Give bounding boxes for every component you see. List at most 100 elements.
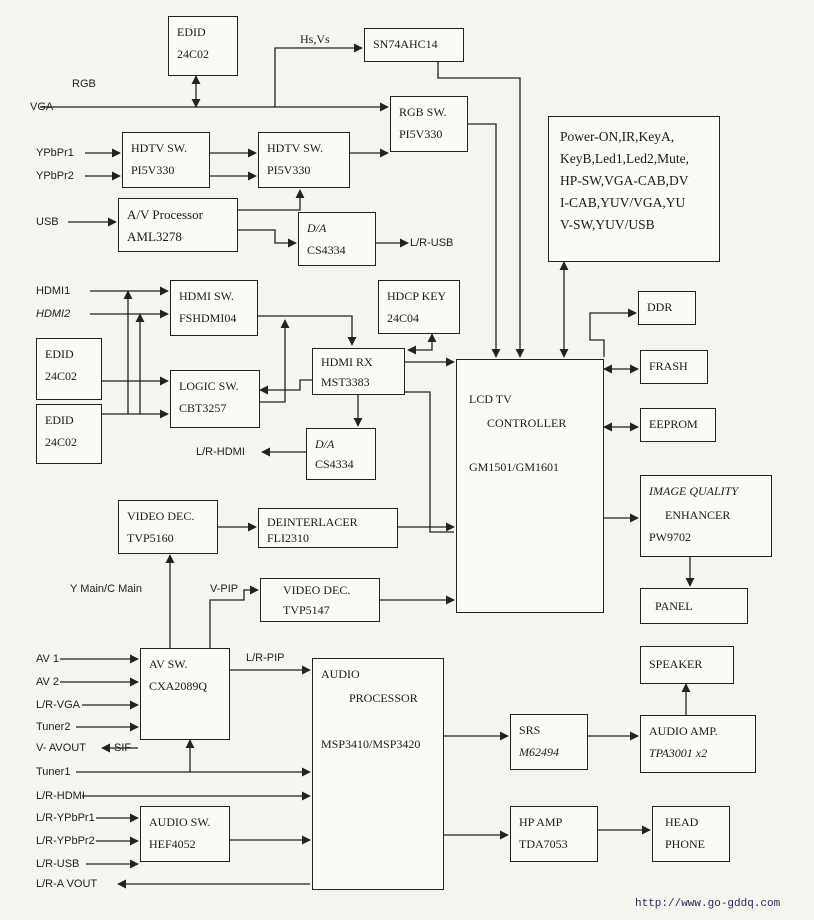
wire-av-da1 [238,229,297,248]
label-sif: SIF [114,742,132,754]
label-lr-ypbpr1: L/R-YPbPr1 [36,812,95,824]
hp-amp-block: HP AMP TDA7053 [510,806,598,862]
block-sub: 24C02 [45,435,78,449]
block-title: SN74AHC14 [373,37,438,51]
block-title: D/A [315,437,335,451]
block-title: AUDIO AMP. [649,724,718,738]
block-line1: LCD TV [469,392,512,406]
wire-hsvs [274,43,363,107]
block-title: LOGIC SW. [179,379,239,393]
block-title: D/A [307,221,327,235]
wire-av-hdtv2 [238,189,305,211]
ddr-block: DDR [638,291,696,325]
frash-block: FRASH [640,350,708,384]
hdtv-sw1-block: HDTV SW. PI5V330 [122,132,210,188]
block-line3: GM1501/GM1601 [469,460,560,474]
block-title: AUDIO SW. [149,815,211,829]
label-av2: AV 2 [36,676,60,688]
block-sub: AML3278 [127,229,182,244]
edid-b-block: EDID 24C02 [36,404,102,464]
block-title: DEINTERLACER [267,515,358,529]
block-sub: TPA3001 x2 [649,746,708,760]
label-vpip: V-PIP [210,583,239,595]
sn74-block: SN74AHC14 [364,28,464,62]
da1-block: D/A CS4334 [298,212,376,266]
block-title: EDID [45,413,74,427]
block-title: HDMI SW. [179,289,234,303]
wire-rgb-ctrl [468,123,501,358]
control-line: KeyB,Led1,Led2,Mute, [560,151,689,166]
control-line: HP-SW,VGA-CAB,DV [560,173,689,188]
block-sub: TVP5147 [283,603,330,617]
label-vga: VGA [30,101,54,113]
block-title: HDMI RX [321,355,373,369]
srs-block: SRS M62494 [510,714,588,770]
panel-block: PANEL [640,588,748,624]
label-ypbpr1: YPbPr1 [36,147,74,159]
logic-sw-block: LOGIC SW. CBT3257 [170,370,260,428]
block-title: FRASH [649,359,688,373]
label-ymain: Y Main/C Main [70,583,142,595]
block-title: RGB SW. [399,105,447,119]
block-title: VIDEO DEC. [283,583,351,597]
block-title: A/V Processor [127,207,203,222]
label-v-avout: V- AVOUT [36,742,86,754]
block-sub: 24C02 [177,47,210,61]
edid-a-block: EDID 24C02 [36,338,102,400]
av-processor-block: A/V Processor AML3278 [118,198,238,252]
label-usb: USB [36,216,59,228]
block-line2: CONTROLLER [487,416,567,430]
hdmi-rx-block: HDMI RX MST3383 [312,348,405,395]
label-lr-avout: L/R-A VOUT [36,878,98,890]
control-line: Power-ON,IR,KeyA, [560,129,675,144]
block-line1: AUDIO [321,667,360,681]
label-hdmi1: HDMI1 [36,285,71,297]
block-sub: PI5V330 [131,163,175,177]
block-line3: PW9702 [649,530,691,544]
block-title: HEAD [665,815,699,829]
control-signals-block [548,116,720,262]
label-lr-hdmi-out: L/R-HDMI [196,446,245,458]
block-title: DDR [647,300,673,314]
control-signals-list: Power-ON,IR,KeyA, KeyB,Led1,Led2,Mute, H… [560,126,720,236]
wire-rx-logic [259,379,312,395]
block-sub: CXA2089Q [149,679,208,693]
block-title: SPEAKER [649,657,703,671]
block-title: AV SW. [149,657,188,671]
block-line2: PROCESSOR [349,691,418,705]
eeprom-block: EEPROM [640,408,716,442]
speaker-block: SPEAKER [640,646,734,684]
label-lr-vga: L/R-VGA [36,699,81,711]
label-rgb: RGB [72,78,96,90]
image-quality-block: IMAGE QUALITY ENHANCER PW9702 [640,475,772,557]
hdmi-sw-block: HDMI SW. FSHDMI04 [170,280,258,336]
block-sub: HEF4052 [149,837,196,851]
edid-top-block: EDID 24C02 [168,16,238,76]
block-title: HP AMP [519,815,563,829]
wire-hdmisw-rx [258,315,357,346]
block-sub: PI5V330 [399,127,443,141]
block-title: SRS [519,723,541,737]
label-lr-hdmi: L/R-HDMI [36,790,85,802]
label-hdmi2: HDMI2 [36,308,71,320]
block-sub: 24C04 [387,311,420,325]
block-sub: TDA7053 [519,837,568,851]
block-sub: TVP5160 [127,531,174,545]
control-line: V-SW,YUV/USB [560,217,655,232]
label-tuner2: Tuner2 [36,721,71,733]
audio-sw-block: AUDIO SW. HEF4052 [140,806,230,862]
video-dec1-block: VIDEO DEC. TVP5160 [118,500,218,554]
block-title: VIDEO DEC. [127,509,195,523]
label-tuner1: Tuner1 [36,766,71,778]
block-sub: FSHDMI04 [179,311,237,325]
block-sub: MST3383 [321,375,370,389]
rgb-sw-block: RGB SW. PI5V330 [390,96,468,152]
block-sub: CS4334 [315,457,354,471]
label-hsvs: Hs,Vs [300,32,330,46]
lcd-controller-block: LCD TV CONTROLLER GM1501/GM1601 [456,359,604,613]
wire-logic-hdmisw [258,319,290,403]
av-sw-block: AV SW. CXA2089Q [140,648,230,740]
block-title: HDTV SW. [267,141,324,155]
